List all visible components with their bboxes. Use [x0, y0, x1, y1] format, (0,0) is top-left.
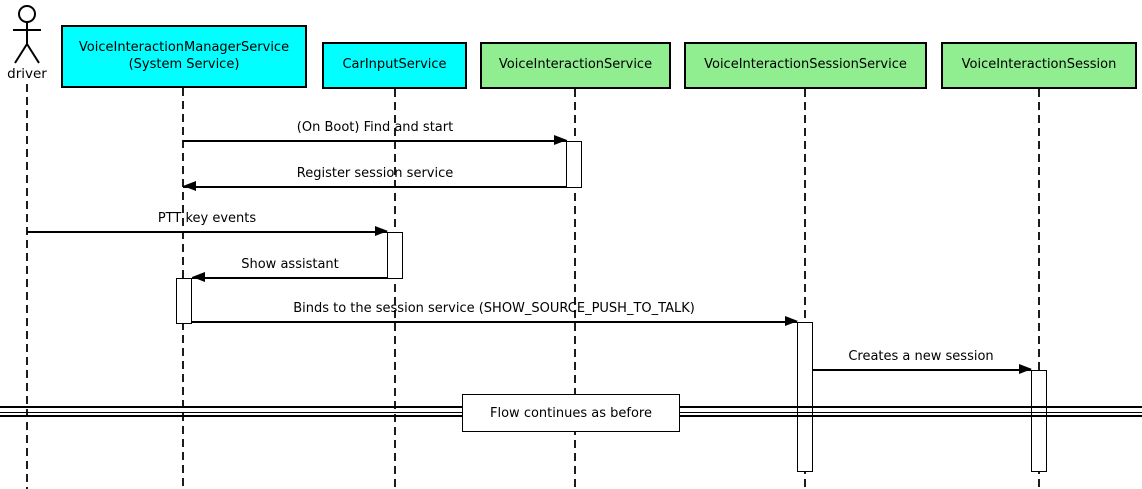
lifeline-car-input-service [394, 89, 396, 489]
message-label: (On Boot) Find and start [296, 120, 454, 135]
participant-label: VoiceInteractionManagerService [78, 39, 290, 55]
arrowhead-right-icon [554, 135, 567, 145]
activation-car-input-service [387, 232, 403, 279]
message-line [183, 186, 566, 188]
arrowhead-left-icon [192, 272, 205, 282]
activation-voice-interaction-session-service [797, 322, 813, 472]
participant-label: VoiceInteractionSessionService [704, 57, 907, 73]
divider-label: Flow continues as before [490, 405, 652, 421]
message-line [192, 277, 387, 279]
message-label: PTT key events [157, 211, 257, 226]
lifeline-voice-interaction-session [1038, 89, 1040, 489]
activation-voice-interaction-session [1031, 370, 1047, 472]
participant-label: VoiceInteractionService [498, 57, 653, 73]
message-line [813, 369, 1031, 371]
arrowhead-right-icon [1019, 364, 1032, 374]
participant-voice-interaction-service: VoiceInteractionService [480, 42, 671, 89]
lifeline-driver [26, 84, 28, 489]
actor-label: driver [7, 66, 47, 82]
message-label: Creates a new session [848, 349, 994, 364]
participant-label: CarInputService [342, 57, 447, 73]
lifeline-voice-interaction-session-service [804, 89, 806, 489]
activation-voice-interaction-manager-service [176, 278, 192, 324]
participant-car-input-service: CarInputService [322, 42, 467, 89]
divider-label-box: Flow continues as before [462, 394, 680, 432]
message-label: Show assistant [241, 257, 339, 272]
actor-icon [13, 5, 41, 64]
participant-voice-interaction-session-service: VoiceInteractionSessionService [684, 42, 927, 89]
message-line [192, 321, 797, 323]
message-label: Register session service [296, 166, 454, 181]
arrowhead-right-icon [375, 226, 388, 236]
lifeline-voice-interaction-service [574, 89, 576, 489]
arrowhead-right-icon [785, 316, 798, 326]
message-line [183, 140, 567, 142]
participant-label: VoiceInteractionSession [961, 57, 1117, 73]
arrowhead-left-icon [183, 181, 196, 191]
participant-voice-interaction-session: VoiceInteractionSession [941, 42, 1137, 89]
activation-voice-interaction-service [566, 141, 582, 188]
participant-sublabel: (System Service) [128, 56, 240, 72]
message-label: Binds to the session service (SHOW_SOURC… [293, 301, 695, 316]
message-line [27, 231, 387, 233]
participant-voice-interaction-manager-service: VoiceInteractionManagerService (System S… [61, 25, 307, 88]
